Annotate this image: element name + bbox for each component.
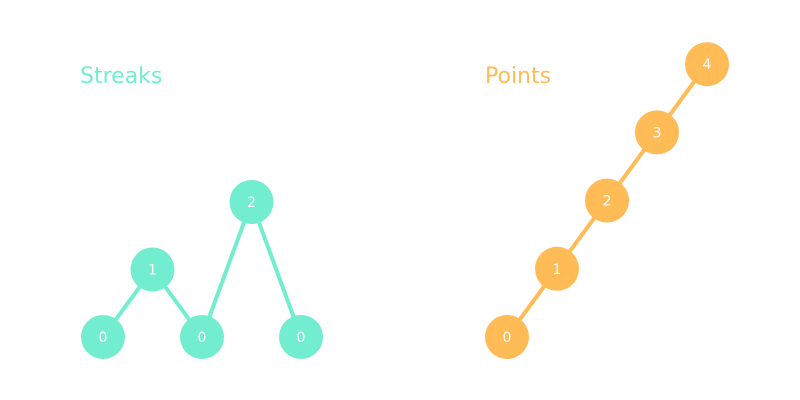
streaks-point-label: 0 bbox=[297, 330, 306, 346]
streaks-point-label: 0 bbox=[99, 330, 108, 346]
streaks-point-marker bbox=[229, 180, 274, 224]
streaks-line-segment bbox=[200, 200, 254, 339]
points-point-marker bbox=[535, 246, 579, 291]
streaks-point-marker bbox=[180, 315, 224, 359]
points-point-marker bbox=[585, 178, 629, 223]
streaks-line-segment bbox=[249, 200, 303, 339]
streaks-title: Streaks bbox=[80, 64, 163, 89]
points-chart: 0 1 2 3 4 bbox=[485, 42, 729, 359]
streaks-point-marker bbox=[279, 315, 323, 359]
points-point-label: 0 bbox=[503, 330, 512, 346]
points-point-label: 1 bbox=[553, 262, 562, 278]
streaks-point-label: 0 bbox=[198, 330, 207, 346]
streaks-chart: 0 1 0 2 0 bbox=[81, 180, 323, 359]
points-point-label: 3 bbox=[653, 125, 662, 141]
points-point-marker bbox=[685, 42, 729, 87]
streaks-point-label: 2 bbox=[247, 195, 256, 211]
points-point-marker bbox=[485, 315, 529, 359]
streaks-point-marker bbox=[130, 247, 175, 292]
points-point-label: 4 bbox=[703, 57, 712, 73]
points-title: Points bbox=[485, 64, 552, 89]
streaks-point-label: 1 bbox=[148, 263, 157, 279]
streaks-point-marker bbox=[81, 315, 125, 359]
points-point-label: 2 bbox=[603, 194, 612, 210]
points-point-marker bbox=[635, 110, 679, 155]
